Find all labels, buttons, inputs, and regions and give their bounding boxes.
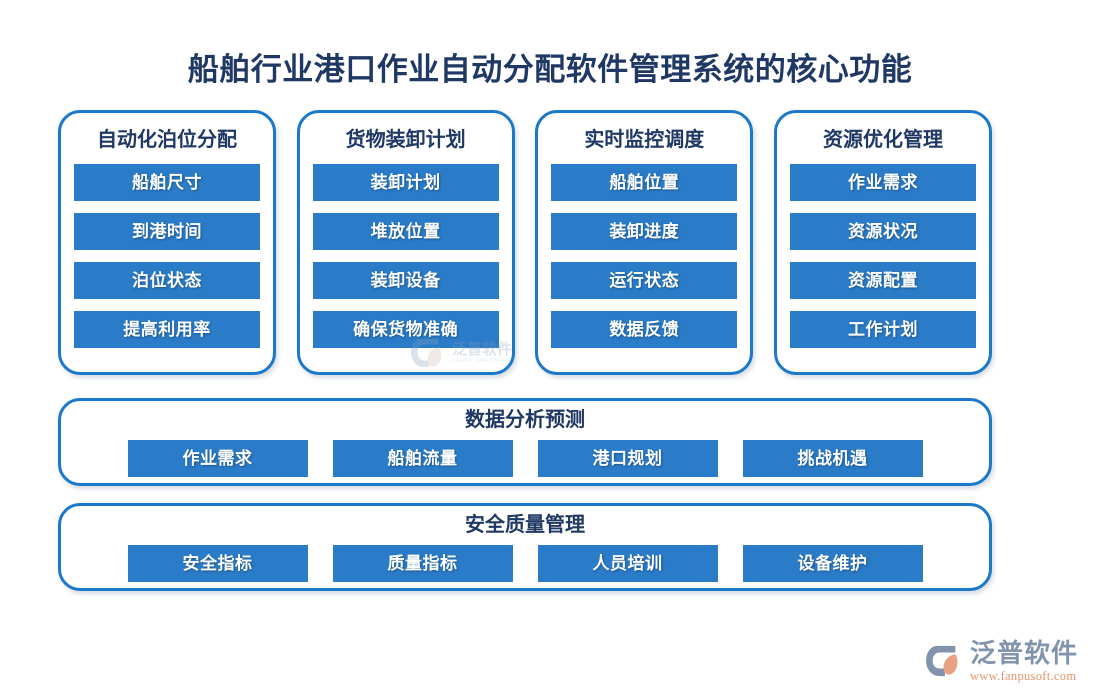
panel-item[interactable]: 质量指标 [332, 545, 513, 582]
card-item[interactable]: 作业需求 [789, 164, 976, 201]
card-item[interactable]: 装卸进度 [551, 213, 738, 250]
panel-item-list: 作业需求 船舶流量 港口规划 挑战机遇 [61, 440, 989, 477]
panel-item[interactable]: 港口规划 [537, 440, 718, 477]
fanpu-logo-icon [926, 645, 958, 676]
card-item[interactable]: 资源配置 [789, 262, 976, 299]
card-item[interactable]: 数据反馈 [551, 311, 738, 348]
panel-item[interactable]: 人员培训 [537, 545, 718, 582]
feature-card-realtime-monitoring[interactable]: 实时监控调度 船舶位置 装卸进度 运行状态 数据反馈 [535, 110, 754, 375]
brand-logo: 泛普软件 www.fanpusoft.com [925, 640, 1078, 683]
card-item-list: 船舶位置 装卸进度 运行状态 数据反馈 [551, 164, 738, 360]
card-heading: 资源优化管理 [822, 129, 943, 151]
brand-url: www.fanpusoft.com [969, 668, 1077, 683]
card-item[interactable]: 装卸设备 [312, 262, 499, 299]
panel-heading: 安全质量管理 [465, 514, 585, 536]
card-item[interactable]: 船舶尺寸 [74, 164, 260, 201]
card-item[interactable]: 资源状况 [789, 213, 976, 250]
brand-text: 泛普软件 www.fanpusoft.com [970, 640, 1078, 683]
brand-name: 泛普软件 [969, 637, 1078, 668]
feature-cards-row: 自动化泊位分配 船舶尺寸 到港时间 泊位状态 提高利用率 货物装卸计划 装卸计划… [58, 110, 992, 375]
card-heading: 货物装卸计划 [345, 129, 466, 151]
card-heading: 实时监控调度 [584, 129, 705, 151]
feature-card-berth-allocation[interactable]: 自动化泊位分配 船舶尺寸 到港时间 泊位状态 提高利用率 [58, 110, 276, 375]
panel-item[interactable]: 船舶流量 [332, 440, 513, 477]
panel-item[interactable]: 挑战机遇 [742, 440, 923, 477]
feature-card-cargo-handling-plan[interactable]: 货物装卸计划 装卸计划 堆放位置 装卸设备 确保货物准确 [296, 110, 515, 375]
panel-safety-quality[interactable]: 安全质量管理 安全指标 质量指标 人员培训 设备维护 [58, 503, 992, 591]
card-item[interactable]: 运行状态 [551, 262, 738, 299]
panel-item-list: 安全指标 质量指标 人员培训 设备维护 [61, 545, 989, 582]
panel-item[interactable]: 作业需求 [127, 440, 308, 477]
card-item[interactable]: 堆放位置 [312, 213, 499, 250]
page-title: 船舶行业港口作业自动分配软件管理系统的核心功能 [187, 52, 913, 87]
card-item[interactable]: 确保货物准确 [312, 311, 499, 348]
card-heading: 自动化泊位分配 [97, 129, 237, 151]
card-item-list: 作业需求 资源状况 资源配置 工作计划 [789, 164, 976, 360]
card-item[interactable]: 泊位状态 [74, 262, 260, 299]
card-item-list: 装卸计划 堆放位置 装卸设备 确保货物准确 [312, 164, 499, 360]
card-item[interactable]: 船舶位置 [551, 164, 738, 201]
panel-item[interactable]: 设备维护 [742, 545, 923, 582]
card-item[interactable]: 工作计划 [789, 311, 976, 348]
card-item[interactable]: 提高利用率 [74, 311, 260, 348]
card-item[interactable]: 到港时间 [74, 213, 260, 250]
panel-item[interactable]: 安全指标 [127, 545, 308, 582]
card-item-list: 船舶尺寸 到港时间 泊位状态 提高利用率 [74, 164, 260, 360]
feature-card-resource-optimization[interactable]: 资源优化管理 作业需求 资源状况 资源配置 工作计划 [773, 110, 992, 375]
panel-heading: 数据分析预测 [465, 409, 585, 431]
card-item[interactable]: 装卸计划 [312, 164, 499, 201]
panel-data-analysis[interactable]: 数据分析预测 作业需求 船舶流量 港口规划 挑战机遇 [58, 398, 992, 486]
